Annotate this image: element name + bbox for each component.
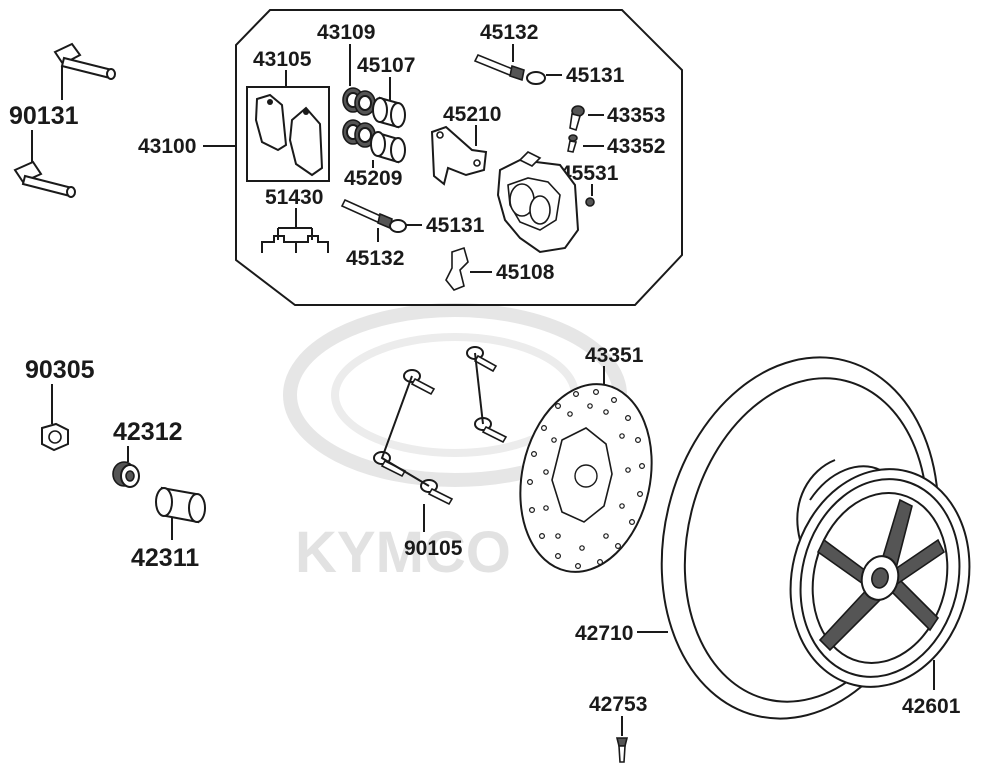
- label-42311: 42311: [131, 544, 199, 572]
- caliper-assembly-frame: [235, 9, 683, 306]
- pistons: [370, 96, 406, 164]
- oil-seal: [112, 461, 140, 488]
- disc-bolt-5: [420, 479, 454, 506]
- label-45210: 45210: [443, 103, 501, 126]
- bleeder-cap: [569, 105, 585, 132]
- disc-bolts: [373, 346, 508, 506]
- label-90305: 90305: [25, 356, 95, 384]
- label-45132-mid: 45132: [346, 247, 404, 270]
- label-45209: 45209: [344, 167, 402, 190]
- bolt-group-leader-left: [380, 375, 430, 487]
- label-45531: 45531: [560, 162, 619, 185]
- label-90105: 90105: [404, 537, 463, 560]
- label-51430: 51430: [265, 186, 323, 209]
- bolt-90131-lower: [13, 160, 76, 198]
- label-45131-mid: 45131: [426, 214, 485, 237]
- brake-disc: [519, 383, 653, 573]
- label-43100: 43100: [138, 135, 196, 158]
- caliper-body: [496, 151, 580, 254]
- label-42753: 42753: [589, 693, 647, 716]
- label-45108: 45108: [496, 261, 555, 284]
- piston-seals: [342, 87, 376, 148]
- label-42601: 42601: [902, 695, 961, 718]
- label-43109: 43109: [317, 21, 375, 44]
- label-45132-top: 45132: [480, 21, 538, 44]
- brake-pads-box: [246, 86, 330, 182]
- axle-nut: [41, 422, 69, 452]
- disc-bolt-1: [466, 346, 498, 373]
- bolt-90131-upper: [53, 42, 116, 80]
- bleeder-screw: [567, 134, 578, 153]
- label-90131: 90131: [9, 102, 79, 130]
- label-42312: 42312: [113, 418, 183, 446]
- disc-bolt-3: [474, 417, 508, 444]
- label-45131-top: 45131: [566, 64, 625, 87]
- watermark-text: KYMCO: [295, 520, 511, 585]
- wheel-rim: [789, 459, 971, 688]
- label-43353: 43353: [607, 104, 665, 127]
- bolt-group-leader-right: [474, 352, 484, 425]
- disc-bolt-2: [403, 369, 436, 396]
- caliper-bracket: [430, 125, 488, 186]
- label-43105: 43105: [253, 48, 312, 71]
- wheel-collar: [155, 486, 206, 524]
- tire-valve: [615, 737, 629, 763]
- label-42710: 42710: [575, 622, 633, 645]
- pad-clip: [445, 246, 469, 291]
- label-43352: 43352: [607, 135, 665, 158]
- bolt-45531: [585, 197, 595, 207]
- slide-pin-mid: [340, 198, 407, 233]
- slide-pin-top: [473, 53, 546, 85]
- pad-spring: [261, 235, 329, 253]
- brake-pad-left: [254, 93, 288, 152]
- brake-pad-right: [288, 106, 324, 177]
- label-45107: 45107: [357, 54, 415, 77]
- label-43351: 43351: [585, 344, 644, 367]
